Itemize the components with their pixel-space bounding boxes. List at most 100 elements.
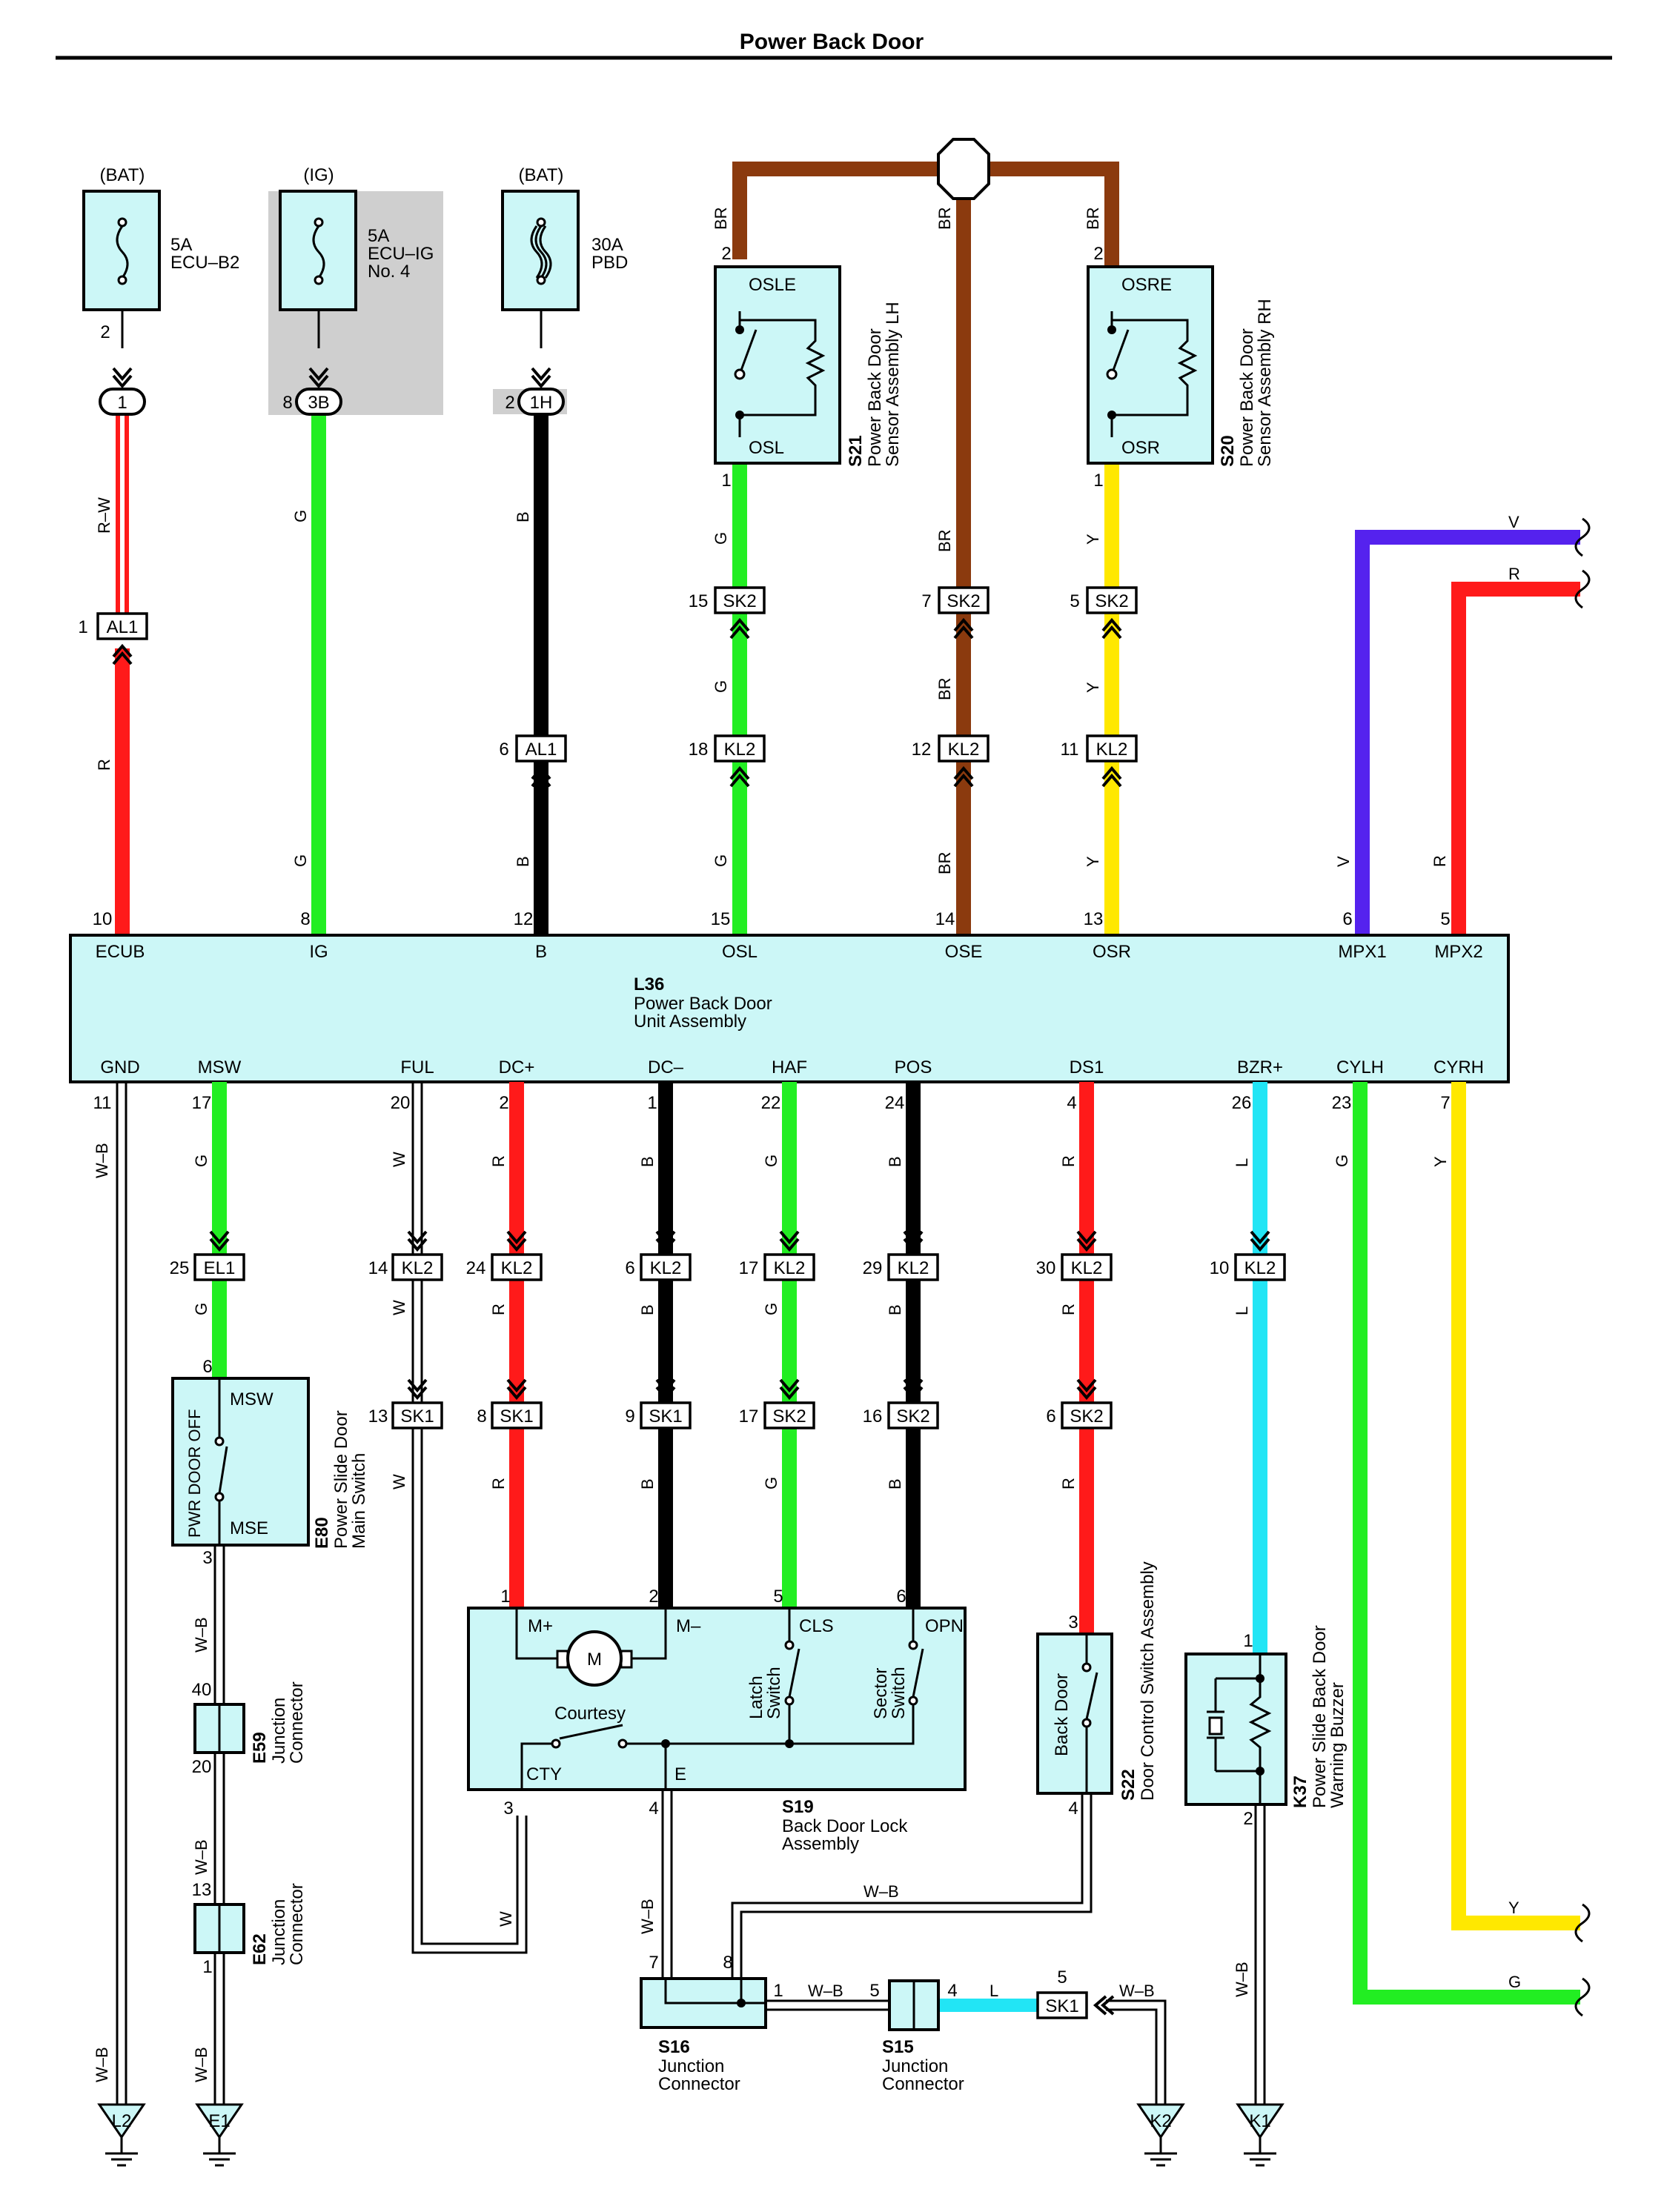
svg-text:SK2: SK2 [947,591,980,611]
lock-assembly-s19: M+ M– CLS OPN CTY E M Courtesy Latch Swi… [467,1607,967,1791]
svg-text:CTY: CTY [526,1764,562,1784]
svg-text:E80: E80 [312,1517,332,1549]
svg-text:13: 13 [1084,909,1104,929]
svg-text:DS1: DS1 [1070,1057,1104,1077]
svg-text:CYRH: CYRH [1433,1057,1484,1077]
svg-text:10: 10 [1210,1258,1230,1278]
svg-text:Power Slide Door: Power Slide Door [331,1410,351,1549]
wire-label: R [1059,1303,1078,1315]
ground-e1: E1 [196,2103,243,2167]
svg-text:6: 6 [625,1258,634,1278]
wire-label: B [638,1156,657,1167]
svg-text:M: M [587,1650,602,1670]
svg-text:SK2: SK2 [772,1406,806,1426]
switch-e80: MSW MSE PWR DOOR OFF [171,1377,310,1547]
svg-text:8: 8 [282,393,292,413]
fuse-name: PBD [591,253,628,273]
wire-label: G [291,854,310,867]
splice-point [937,138,990,200]
svg-text:14: 14 [368,1258,388,1278]
ground-k2: K2 [1137,2103,1184,2167]
svg-text:Back Door: Back Door [1052,1673,1072,1756]
svg-text:KL2: KL2 [1071,1258,1103,1278]
svg-text:Warning Buzzer: Warning Buzzer [1327,1682,1348,1808]
svg-text:1H: 1H [530,393,553,413]
svg-text:20: 20 [391,1093,411,1113]
wire-s22-s16 [731,1793,1093,1997]
connector-sk2-ose: SK2 7 [921,586,990,640]
svg-text:4: 4 [1067,1093,1076,1113]
svg-text:HAF: HAF [772,1057,807,1077]
wire-label: W–B [1233,1962,1251,1997]
connector-sk2-pos: SK2 16 [863,1378,939,1429]
svg-text:E1: E1 [208,2111,230,2131]
connector-kl2-ds1: KL2 30 [1036,1230,1113,1281]
svg-text:1: 1 [773,1981,783,2001]
fuse-ecu-ig [279,190,357,311]
svg-text:SK2: SK2 [1095,591,1128,611]
svg-text:OSL: OSL [749,438,784,458]
fuse-rating: 30A [591,235,623,255]
svg-text:17: 17 [739,1406,759,1426]
sensor-s21: OSLE OSL [714,265,841,465]
svg-text:AL1: AL1 [526,740,557,760]
svg-text:KL2: KL2 [1096,740,1128,760]
svg-text:MSW: MSW [198,1057,242,1077]
svg-text:6: 6 [1342,909,1352,929]
wire-label: B [514,856,532,867]
svg-text:Switch: Switch [889,1667,909,1719]
wire-label: B [886,1478,904,1489]
svg-text:26: 26 [1232,1093,1252,1113]
wire-label: V [1508,513,1519,531]
wire-label: W–B [638,1899,657,1934]
wire-label: G [762,1477,780,1489]
svg-text:8: 8 [477,1406,486,1426]
connector-al1-b: AL1 6 [499,734,567,788]
svg-text:SK1: SK1 [400,1406,434,1426]
svg-text:Junction: Junction [882,2056,948,2076]
wire-label: W [390,1152,408,1167]
svg-text:4: 4 [1068,1799,1078,1819]
svg-text:OSL: OSL [722,942,758,962]
wire-label: Y [1084,534,1102,545]
svg-text:2: 2 [649,1587,658,1607]
svg-text:KL2: KL2 [898,1258,929,1278]
svg-text:Assembly: Assembly [782,1834,859,1854]
wire-label: W–B [864,1882,899,1901]
wire-label: BR [935,529,954,552]
svg-text:29: 29 [863,1258,883,1278]
wire-label: W [390,1474,408,1489]
svg-text:Connector: Connector [287,1681,307,1764]
wire-label: V [1334,856,1353,867]
svg-text:KL2: KL2 [501,1258,533,1278]
connector-kl2-bzr: KL2 10 [1210,1230,1286,1281]
fuse-ecu-b2 [82,190,161,311]
svg-text:KL2: KL2 [650,1258,682,1278]
svg-text:Courtesy: Courtesy [554,1704,626,1724]
svg-text:6: 6 [896,1587,906,1607]
svg-text:K1: K1 [1249,2111,1270,2131]
svg-text:S20: S20 [1218,435,1238,467]
svg-text:8: 8 [723,1953,732,1973]
wire-e-s16 [661,1790,673,1997]
connector-sk1-ful: SK1 13 [368,1378,443,1429]
wire-label: W–B [192,1617,211,1653]
svg-text:Unit Assembly: Unit Assembly [634,1012,746,1032]
svg-text:KL2: KL2 [724,740,756,760]
svg-text:K2: K2 [1150,2111,1171,2131]
svg-text:Power Back Door: Power Back Door [634,994,772,1014]
junction-e62 [193,1903,245,1954]
wire-label: G [291,510,310,522]
svg-text:EL1: EL1 [204,1258,236,1278]
svg-text:OSLE: OSLE [749,275,796,295]
svg-text:23: 23 [1332,1093,1352,1113]
fuse-name: ECU–B2 [170,253,239,273]
svg-text:11: 11 [1061,740,1079,760]
svg-text:MPX1: MPX1 [1338,942,1386,962]
svg-text:L2: L2 [112,2111,132,2131]
svg-text:E: E [674,1764,686,1784]
fuse-rating: 5A [170,235,192,255]
svg-text:MSE: MSE [230,1518,268,1538]
svg-text:4: 4 [649,1799,658,1819]
svg-text:Junction: Junction [658,2056,724,2076]
